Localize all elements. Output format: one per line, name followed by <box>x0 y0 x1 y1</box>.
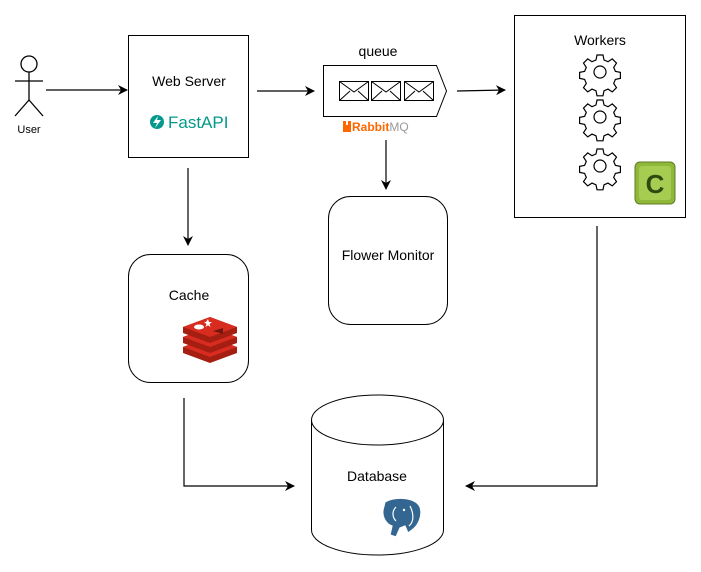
database-node: Database <box>311 394 444 556</box>
queue-messages <box>339 81 434 101</box>
user-label: User <box>17 124 41 136</box>
celery-badge-letter: C <box>646 169 665 199</box>
gear-icon <box>579 148 621 191</box>
celery-icon: C <box>634 161 676 205</box>
web-server-title: Web Server <box>152 73 226 89</box>
queue-node: queue RabbitMQ <box>323 43 448 134</box>
queue-to-workers-arrow <box>456 85 506 96</box>
fastapi-icon <box>150 115 164 129</box>
workers-title: Workers <box>574 32 626 48</box>
cache-title: Cache <box>169 287 210 303</box>
user-actor: User <box>14 55 44 136</box>
envelope-icon <box>404 81 434 101</box>
cache-node: Cache <box>128 254 249 383</box>
gear-icon <box>579 54 621 97</box>
envelope-icon <box>339 81 369 101</box>
cache-to-database-arrow <box>183 398 295 491</box>
redis-icon <box>183 317 237 363</box>
envelope-icon <box>371 81 401 101</box>
workers-node: Workers C <box>514 15 686 218</box>
fastapi-logo-text: FastAPI <box>168 113 228 132</box>
gear-icon <box>579 99 621 142</box>
postgresql-elephant-icon <box>382 497 422 538</box>
workers-to-database-arrow <box>465 226 598 491</box>
web-server-node: Web Server FastAPI <box>128 35 249 158</box>
rabbitmq-icon <box>343 121 351 132</box>
connectors <box>46 85 598 491</box>
database-title: Database <box>347 468 407 484</box>
person-icon <box>14 55 44 117</box>
flower-monitor-title: Flower Monitor <box>342 247 435 263</box>
flower-monitor-node: Flower Monitor <box>328 196 448 325</box>
rabbitmq-logo-text: RabbitMQ <box>352 120 409 134</box>
queue-title: queue <box>359 43 398 59</box>
